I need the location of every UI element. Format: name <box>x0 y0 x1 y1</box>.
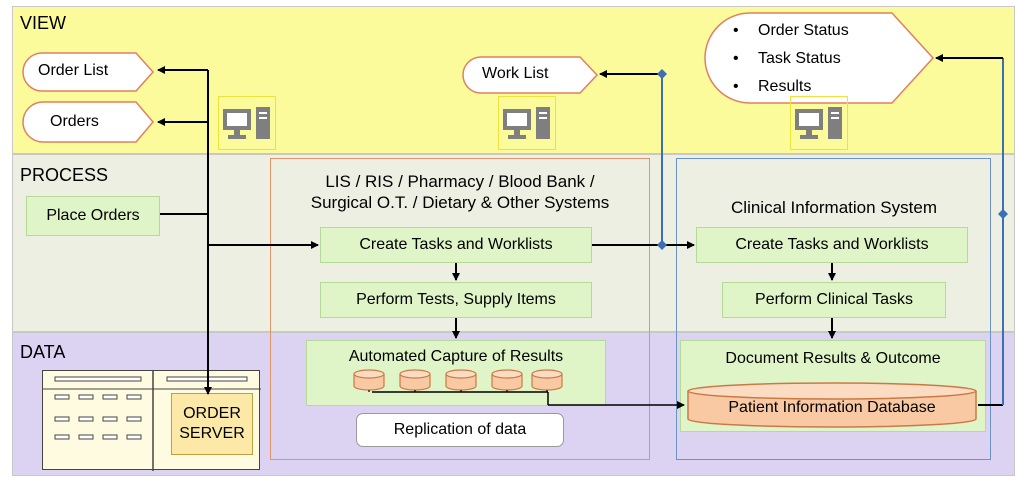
computer-icon <box>790 96 848 150</box>
create-tasks-worklists-left[interactable]: Create Tasks and Worklists <box>320 227 592 263</box>
computer-icon <box>218 96 276 150</box>
document-results-label: Document Results & Outcome <box>725 350 941 367</box>
systems-title-line1: LIS / RIS / Pharmacy / Blood Bank / <box>325 171 595 191</box>
orders-display[interactable]: Orders <box>22 101 154 143</box>
cis-title: Clinical Information System <box>731 198 937 218</box>
create-tasks-worklists-right[interactable]: Create Tasks and Worklists <box>696 227 968 263</box>
order-list-display[interactable]: Order List <box>22 52 155 92</box>
automated-capture-label: Automated Capture of Results <box>348 348 564 365</box>
work-list-label: Work List <box>482 65 549 82</box>
status-bullet-3: • <box>733 78 739 95</box>
automated-capture-box[interactable]: Automated Capture of Results <box>306 340 606 406</box>
systems-title-line2: Surgical O.T. / Dietary & Other Systems <box>310 193 610 212</box>
perform-tests-box[interactable]: Perform Tests, Supply Items <box>320 282 592 318</box>
process-band-label: PROCESS <box>20 165 109 185</box>
status-bullet-2: • <box>733 50 739 67</box>
departmental-systems-frame <box>270 158 650 460</box>
order-server[interactable]: ORDER SERVER <box>42 370 261 471</box>
view-band-label: VIEW <box>20 13 67 33</box>
status-display[interactable]: • Order Status • Task Status • Results <box>704 12 935 104</box>
replication-box[interactable]: Replication of data <box>356 413 564 447</box>
place-orders-box[interactable]: Place Orders <box>26 196 160 236</box>
perform-clinical-tasks-box[interactable]: Perform Clinical Tasks <box>722 282 946 318</box>
clinical-information-system-frame <box>676 158 991 460</box>
work-list-display[interactable]: Work List <box>462 56 599 94</box>
status-item-order-status: Order Status <box>758 22 849 39</box>
patient-database-label: Patient Information Database <box>728 399 936 416</box>
status-item-results: Results <box>758 78 812 95</box>
order-server-line2: SERVER <box>179 425 245 442</box>
computer-icon <box>498 96 556 150</box>
orders-label: Orders <box>50 113 99 130</box>
status-bullet-1: • <box>733 22 739 39</box>
order-server-line1: ORDER <box>183 405 241 422</box>
order-list-label: Order List <box>38 62 109 79</box>
order-server-label: ORDER SERVER <box>171 393 253 455</box>
data-band-label: DATA <box>20 342 66 362</box>
systems-title: LIS / RIS / Pharmacy / Blood Bank / Surg… <box>272 164 648 220</box>
patient-database-cylinder[interactable]: Patient Information Database <box>686 382 978 428</box>
status-item-task-status: Task Status <box>758 50 841 67</box>
